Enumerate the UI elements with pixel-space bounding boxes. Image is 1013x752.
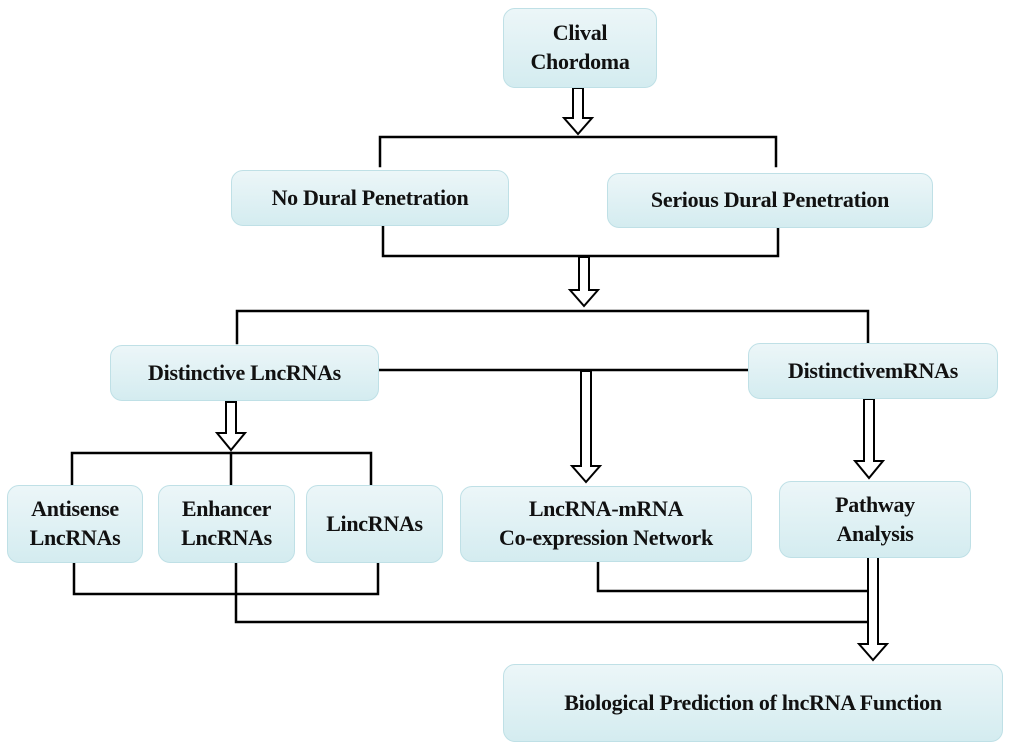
node-label: Pathway Analysis bbox=[835, 491, 915, 546]
node-label: Antisense LncRNAs bbox=[29, 496, 121, 550]
node-biological-prediction: Biological Prediction of lncRNA Function bbox=[503, 664, 1003, 742]
node-coexpression-network: LncRNA-mRNA Co-expression Network bbox=[460, 486, 752, 562]
node-distinctive-mrnas: DistinctivemRNAs bbox=[748, 343, 998, 399]
node-antisense-lncrnas: Antisense LncRNAs bbox=[7, 485, 143, 563]
node-label: No Dural Penetration bbox=[271, 184, 469, 210]
node-label: LincRNAs bbox=[326, 510, 423, 536]
node-label: DistinctivemRNAs bbox=[788, 357, 958, 383]
arrow-dural-down bbox=[567, 256, 601, 308]
node-label: LncRNA-mRNA Co-expression Network bbox=[499, 496, 713, 550]
bracket-subtypes-bottom bbox=[72, 561, 380, 596]
node-label: Biological Prediction of lncRNA Function bbox=[564, 689, 942, 715]
arrow-network-down bbox=[569, 370, 603, 484]
node-lincrnas: LincRNAs bbox=[306, 485, 443, 563]
node-serious-dural-penetration: Serious Dural Penetration bbox=[607, 173, 933, 228]
node-distinctive-lncrnas: Distinctive LncRNAs bbox=[110, 345, 379, 401]
node-label: Clival Chordoma bbox=[530, 20, 630, 74]
link-subtypes-to-final bbox=[234, 561, 868, 624]
arrow-final-down bbox=[856, 555, 890, 662]
node-enhancer-lncrnas: Enhancer LncRNAs bbox=[158, 485, 295, 563]
node-clival-chordoma: Clival Chordoma bbox=[503, 8, 657, 88]
arrow-mrnas-down bbox=[852, 398, 886, 480]
bracket-dural-bottom bbox=[381, 224, 780, 258]
bracket-distinctive bbox=[235, 309, 870, 345]
node-no-dural-penetration: No Dural Penetration bbox=[231, 170, 509, 226]
bracket-subtypes-top bbox=[70, 451, 373, 487]
node-label: Distinctive LncRNAs bbox=[148, 359, 341, 385]
bracket-dural-top bbox=[378, 135, 778, 168]
link-network-to-final bbox=[596, 559, 868, 593]
arrow-lncrnas-down bbox=[214, 401, 248, 452]
arrow-chordoma-down bbox=[561, 87, 595, 136]
node-pathway-analysis: Pathway Analysis bbox=[779, 481, 971, 558]
node-label: Serious Dural Penetration bbox=[650, 187, 890, 213]
node-label: Enhancer LncRNAs bbox=[181, 496, 272, 550]
